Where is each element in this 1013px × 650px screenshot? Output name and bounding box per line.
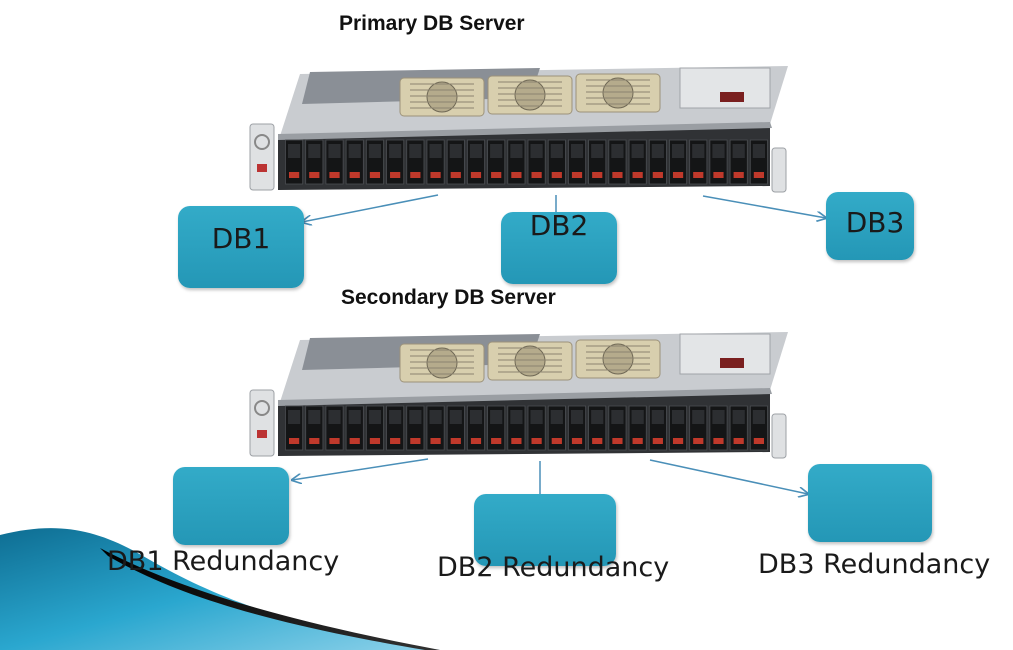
connector-db1-redundancy (292, 458, 429, 480)
db2-box: DB2 (501, 209, 617, 284)
primary-server-image (249, 66, 788, 193)
db1-box: DB1 (178, 206, 304, 288)
db3-label: DB3 (845, 206, 905, 239)
db3-box: DB3 (826, 192, 914, 260)
connector-db1 (302, 194, 439, 222)
db1-redundancy-label: DB1 Redundancy (107, 546, 340, 577)
secondary-server-title: Secondary DB Server (341, 286, 556, 309)
db3-redundancy-label: DB3 Redundancy (758, 549, 991, 580)
db3-redundancy-box (808, 464, 932, 542)
primary-server-title: Primary DB Server (339, 12, 525, 35)
connector-db3 (702, 195, 826, 218)
db1-redundancy-box (173, 467, 289, 545)
db2-label: DB2 (529, 209, 589, 242)
db2-redundancy-label: DB2 Redundancy (437, 552, 670, 583)
db2-redundancy-box (474, 494, 616, 566)
db1-label: DB1 (211, 222, 271, 255)
connector-db3-redundancy (649, 459, 808, 494)
secondary-server-image (249, 332, 788, 459)
